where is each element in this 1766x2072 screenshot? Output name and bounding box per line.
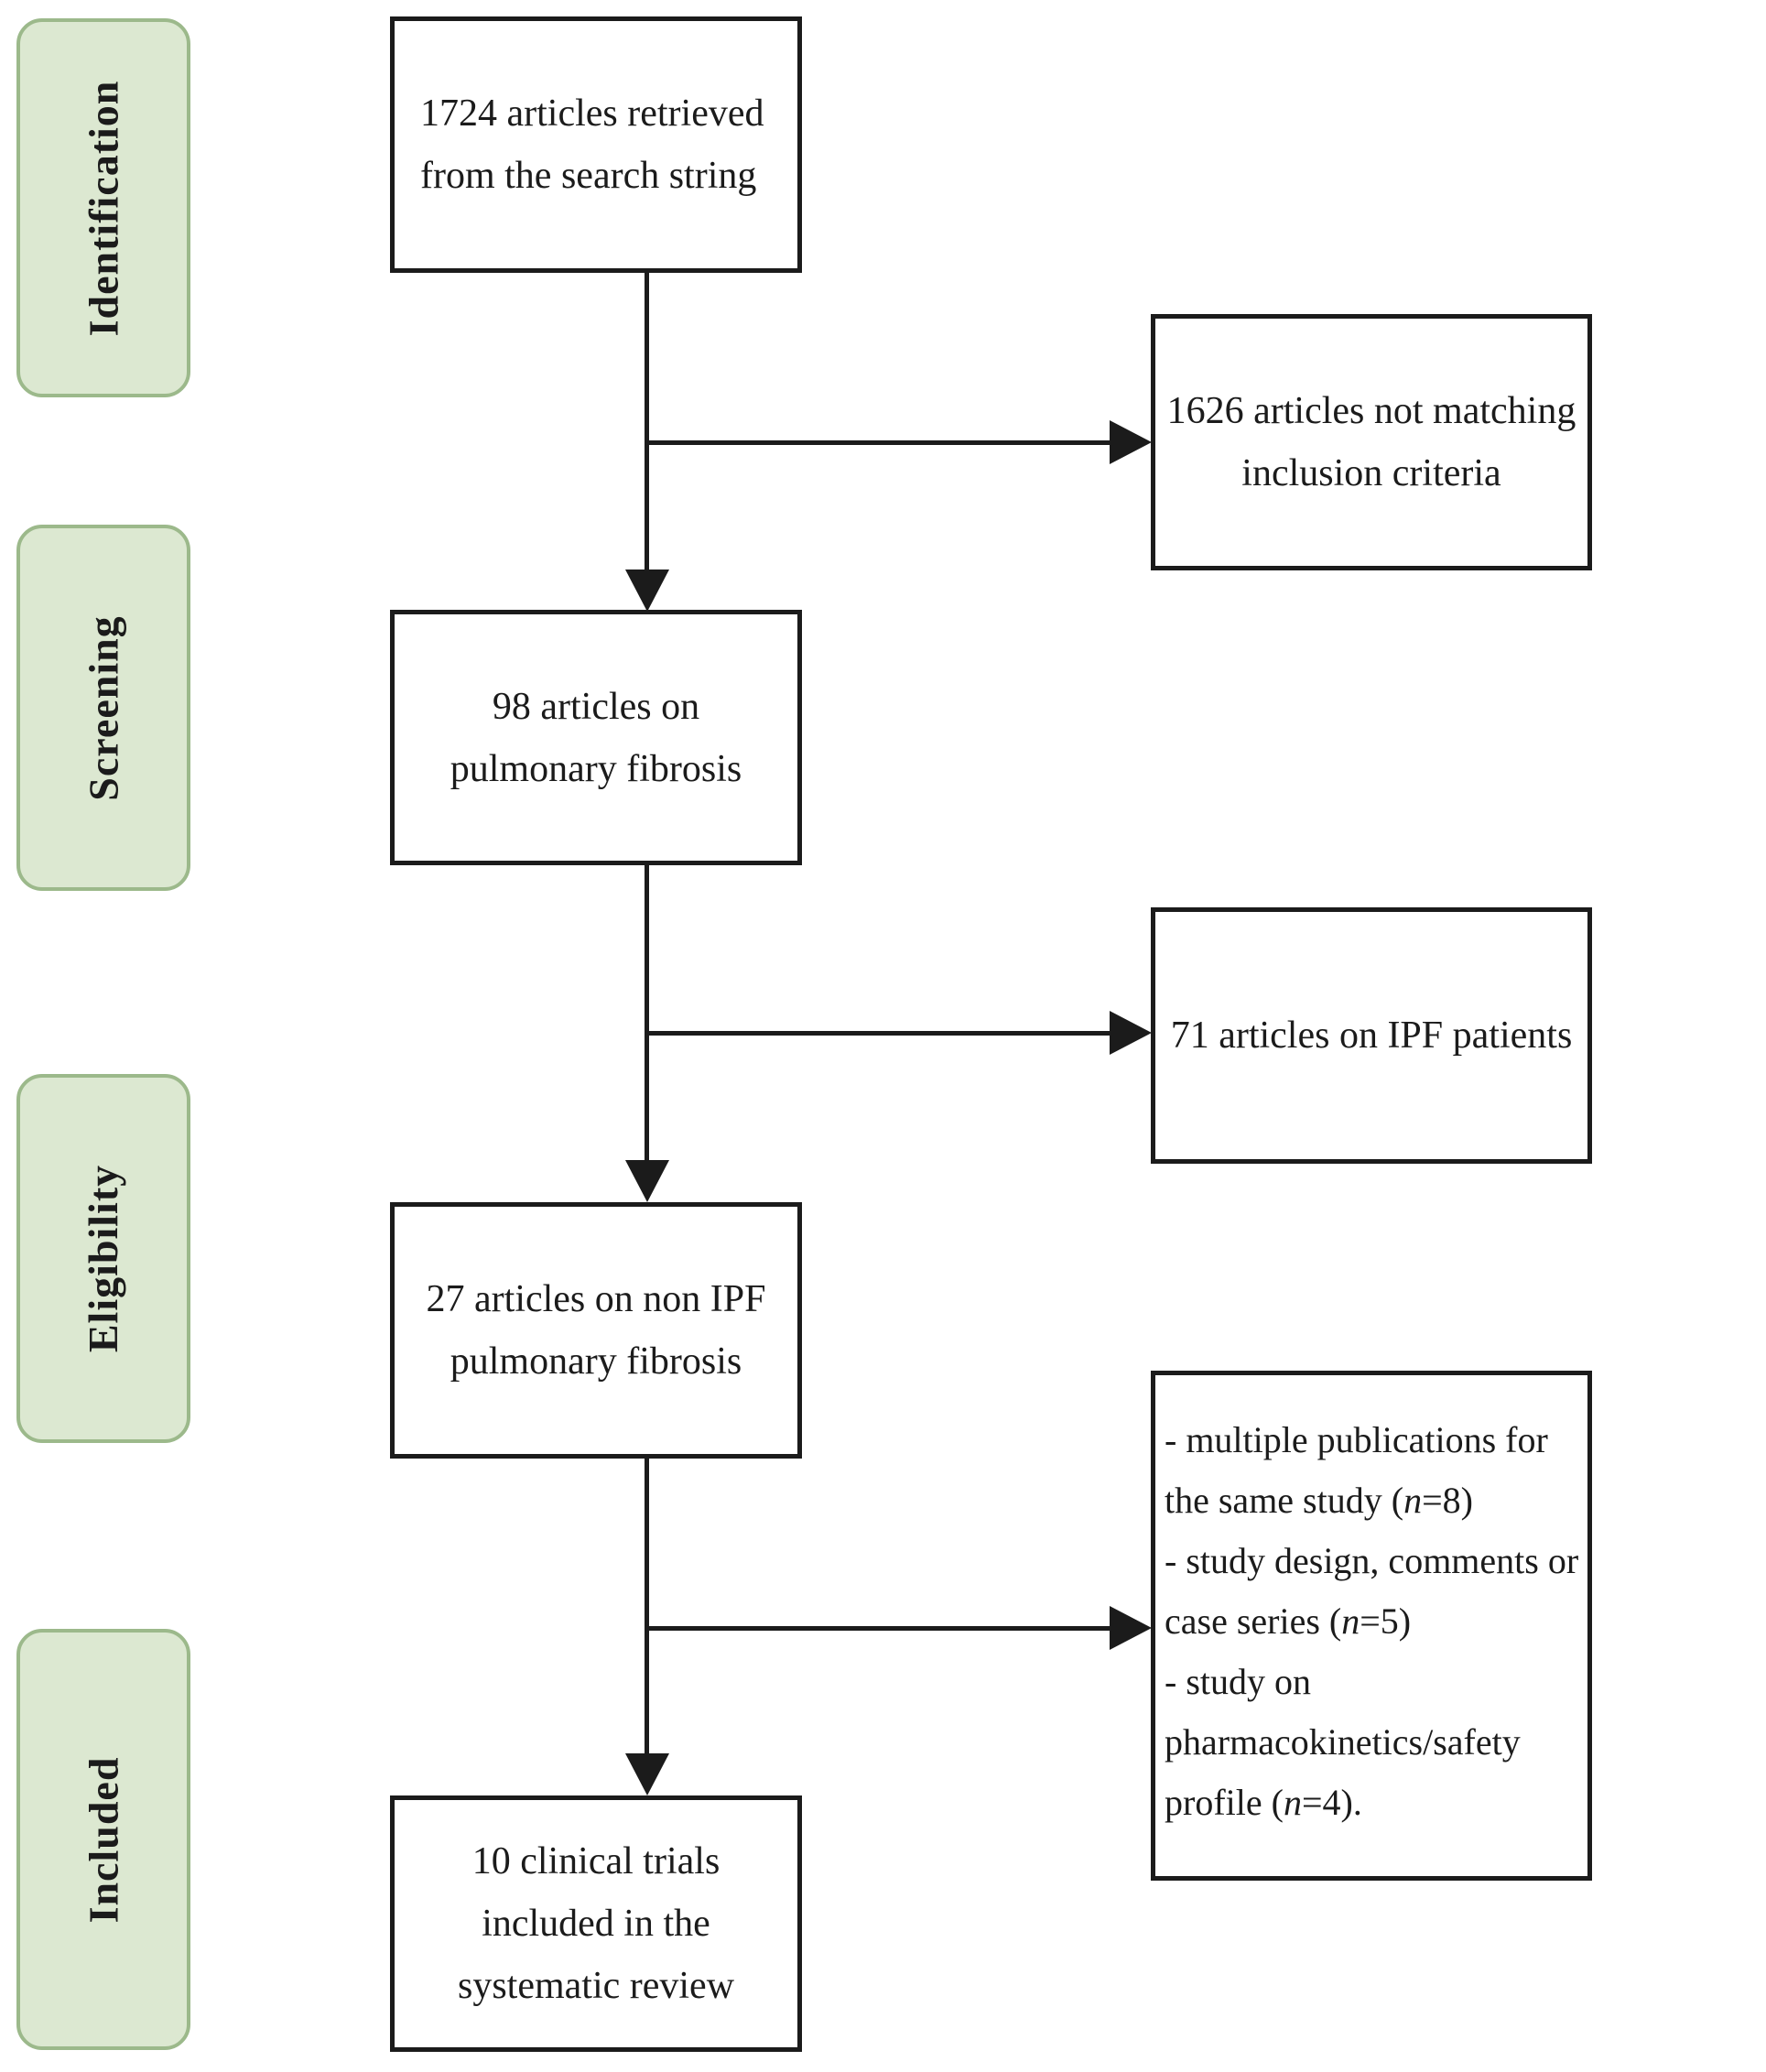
excluded-box-other-reasons: - multiple publications for the same stud… — [1151, 1371, 1592, 1881]
flow-box-non-ipf: 27 articles on non IPF pulmonary fibrosis — [390, 1202, 802, 1459]
box-text-line: 27 articles on non IPF — [426, 1278, 766, 1320]
box-text-line: - study design, comments or — [1165, 1540, 1579, 1581]
box-text-line: from the search string — [420, 155, 757, 197]
box-text-line: 71 articles on IPF patients — [1170, 1014, 1573, 1057]
arrow-right-icon — [1110, 420, 1152, 464]
flow-box-pulmonary-fibrosis: 98 articles on pulmonary fibrosis — [390, 610, 802, 865]
box-text-line: 98 articles on — [492, 685, 700, 728]
stage-identification-label: Identification — [80, 80, 127, 336]
box-text-line: included in the — [482, 1903, 710, 1945]
stage-identification: Identification — [16, 18, 190, 397]
connector-line-horizontal-3 — [647, 1626, 1111, 1631]
box-text-line: - study on — [1165, 1661, 1311, 1702]
box-text-line: inclusion criteria — [1241, 452, 1501, 494]
flow-box-included-trials: 10 clinical trials included in the systema… — [390, 1795, 802, 2052]
box-text-line: pharmacokinetics/safety — [1165, 1721, 1521, 1763]
box-text-line: profile (n=4). — [1165, 1782, 1362, 1823]
stage-eligibility: Eligibility — [16, 1074, 190, 1443]
stage-screening-label: Screening — [80, 614, 127, 801]
connector-line-vertical-3 — [645, 1459, 649, 1754]
arrow-down-icon — [625, 1160, 669, 1202]
connector-line-horizontal-1 — [647, 440, 1111, 445]
arrow-down-icon — [625, 570, 669, 612]
box-text-line: the same study (n=8) — [1165, 1480, 1473, 1521]
stage-eligibility-label: Eligibility — [80, 1164, 127, 1353]
excluded-box-ipf-patients: 71 articles on IPF patients — [1151, 907, 1592, 1164]
stage-screening: Screening — [16, 525, 190, 891]
stage-included-label: Included — [80, 1756, 127, 1923]
box-text-line: 1724 articles retrieved — [420, 92, 764, 135]
arrow-down-icon — [625, 1753, 669, 1795]
box-text-line: 1626 articles not matching — [1166, 390, 1576, 432]
box-text-line: pulmonary fibrosis — [450, 1340, 742, 1383]
box-text-line: 10 clinical trials — [471, 1840, 720, 1882]
connector-line-vertical-2 — [645, 865, 649, 1161]
box-text-line: - multiple publications for — [1165, 1419, 1548, 1460]
arrow-right-icon — [1110, 1011, 1152, 1055]
stage-included: Included — [16, 1629, 190, 2050]
box-text-line: pulmonary fibrosis — [450, 747, 742, 790]
flow-box-articles-retrieved: 1724 articles retrieved from the search s… — [390, 16, 802, 273]
box-text-line: case series (n=5) — [1165, 1600, 1412, 1642]
arrow-right-icon — [1110, 1606, 1152, 1650]
connector-line-vertical-1 — [645, 273, 649, 570]
connector-line-horizontal-2 — [647, 1031, 1111, 1036]
box-text-line: systematic review — [457, 1965, 735, 2007]
excluded-box-not-matching: 1626 articles not matching inclusion crit… — [1151, 314, 1592, 570]
